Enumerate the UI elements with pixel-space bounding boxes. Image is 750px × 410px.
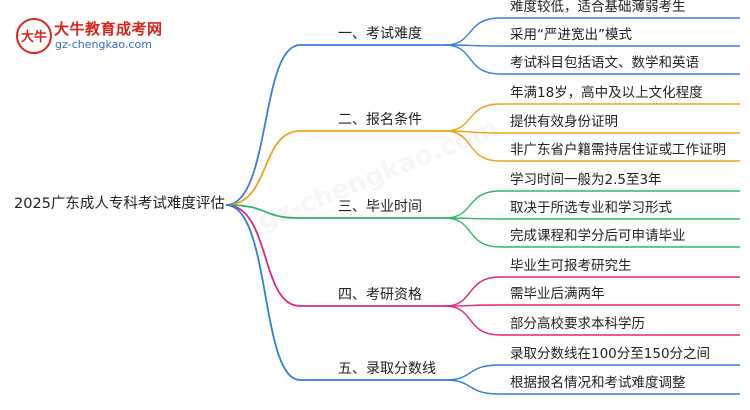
- branch-connector: [225, 204, 445, 307]
- leaf-label: 采用“严进宽出”模式: [510, 27, 632, 43]
- leaf-connector: [444, 217, 740, 220]
- leaf-connector: [444, 44, 740, 75]
- branch-connector: [225, 130, 445, 206]
- leaf-connector: [444, 44, 740, 47]
- leaf-label: 年满18岁，高中及以上文化程度: [510, 85, 703, 101]
- leaf-connector: [444, 305, 740, 336]
- logo-title: 大牛教育成考网: [54, 20, 163, 38]
- leaf-label: 学习时间一般为2.5至3年: [510, 172, 662, 188]
- branch-connector: [225, 44, 445, 206]
- leaf-label: 录取分数线在100分至150分之间: [510, 346, 711, 362]
- leaf-connector: [444, 364, 740, 381]
- logo-url: gz-chengkao.com: [55, 38, 152, 51]
- leaf-label: 非广东省户籍需持居住证或工作证明: [510, 142, 726, 158]
- leaf-connector: [444, 276, 740, 307]
- leaf-connector: [444, 103, 740, 132]
- leaf-label: 部分高校要求本科学历: [510, 316, 645, 332]
- leaf-connector: [444, 190, 740, 219]
- leaf-connector: [444, 17, 740, 46]
- leaf-label: 难度较低，适合基础薄弱考生: [510, 0, 686, 15]
- leaf-label: 完成课程和学分后可申请毕业: [510, 228, 686, 244]
- leaf-connector: [444, 130, 740, 162]
- branch-label-5: 五、录取分数线: [338, 361, 436, 377]
- leaf-label: 根据报名情况和考试难度调整: [510, 375, 686, 391]
- leaf-label: 取决于所选专业和学习形式: [510, 200, 672, 216]
- branch-label-3: 三、毕业时间: [338, 199, 422, 215]
- leaf-label: 提供有效身份证明: [510, 114, 618, 130]
- root-topic: 2025广东成人专科考试难度评估: [14, 196, 225, 212]
- leaf-connector: [444, 217, 740, 248]
- branch-label-1: 一、考试难度: [338, 26, 422, 42]
- branch-label-4: 四、考研资格: [338, 287, 422, 303]
- logo-mark-icon: 大牛: [16, 18, 52, 54]
- leaf-connector: [444, 304, 740, 307]
- leaf-label: 考试科目包括语文、数学和英语: [510, 55, 699, 71]
- branch-label-2: 二、报名条件: [338, 112, 422, 128]
- branch-connector: [225, 204, 445, 381]
- leaf-label: 毕业生可报考研究生: [510, 258, 632, 274]
- leaf-connector: [444, 130, 740, 134]
- leaf-label: 需毕业后满两年: [510, 286, 605, 302]
- logo-mark-text: 大牛: [21, 29, 47, 45]
- site-logo[interactable]: 大牛 大牛教育成考网 gz-chengkao.com: [14, 16, 204, 56]
- branch-connector: [225, 204, 445, 219]
- leaf-connector: [444, 379, 740, 395]
